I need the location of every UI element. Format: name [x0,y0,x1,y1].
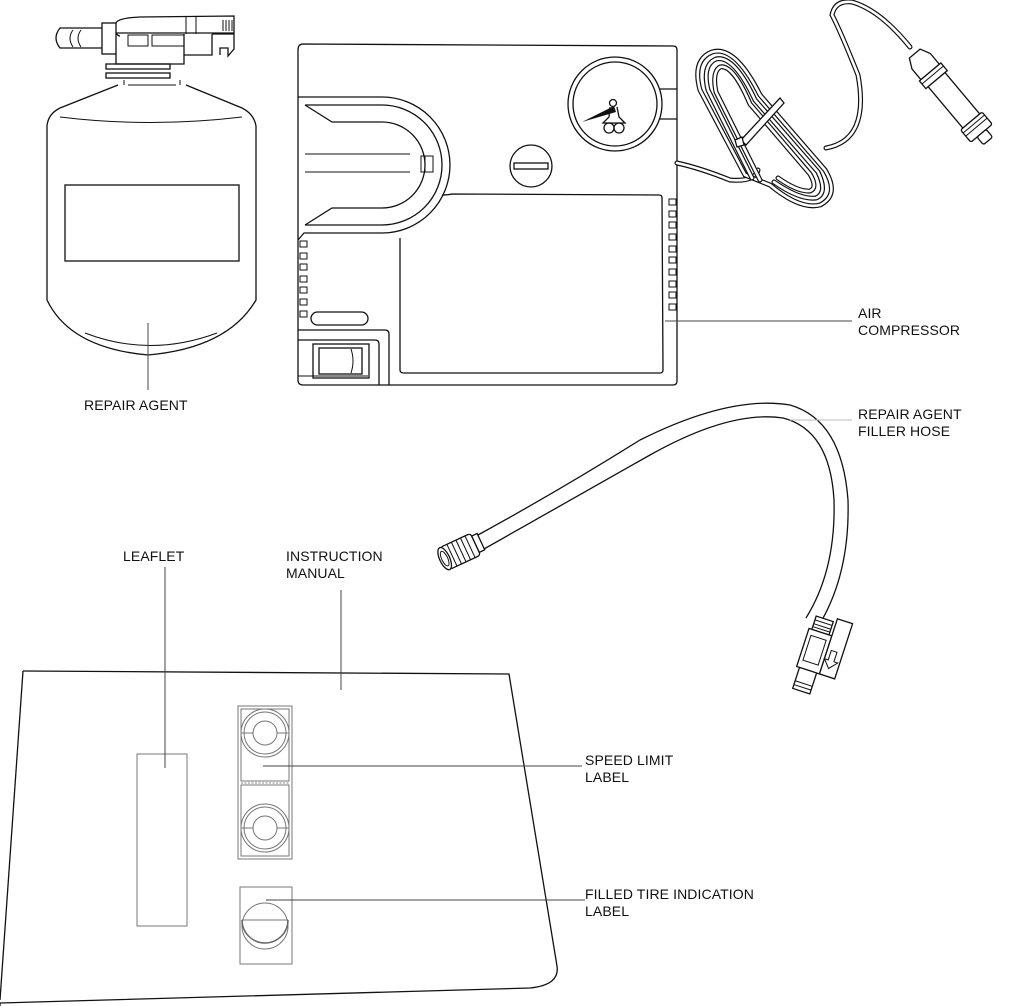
label-line: COMPRESSOR [858,322,961,338]
leaflet-icon [136,567,188,927]
cigarette-lighter-plug-icon [908,48,993,145]
label-instruction-manual: INSTRUCTION MANUAL [286,548,383,582]
label-line: MANUAL [286,565,345,581]
label-leaflet: LEAFLET [123,548,184,565]
label-line: LABEL [585,903,630,919]
label-line: SPEED LIMIT [585,752,674,768]
label-line: FILLER HOSE [858,423,951,439]
label-filler-hose: REPAIR AGENT FILLER HOSE [858,406,962,440]
label-repair-agent: REPAIR AGENT [84,397,188,414]
repair-agent-bottle-icon [46,15,257,390]
label-line: INSTRUCTION [286,548,383,564]
label-speed-limit: SPEED LIMIT LABEL [585,752,673,786]
power-cable-icon [674,0,913,209]
label-line: FILLED TIRE INDICATION [585,886,754,902]
speed-limit-label-icon [237,705,582,860]
label-air-compressor: AIR COMPRESSOR [858,305,960,339]
label-line: AIR [858,305,882,321]
label-line: LEAFLET [123,548,185,564]
label-filled-tire-indication: FILLED TIRE INDICATION LABEL [585,886,754,920]
filler-hose-icon [437,402,854,695]
vent-slots-right [668,198,677,311]
air-compressor-icon [297,43,852,386]
instruction-manual-icon [0,590,558,1006]
filled-tire-indication-label-icon [239,886,585,965]
label-line: REPAIR AGENT [84,397,188,413]
label-line: LABEL [585,769,630,785]
label-line: REPAIR AGENT [858,406,962,422]
vent-slots-left [299,240,308,318]
